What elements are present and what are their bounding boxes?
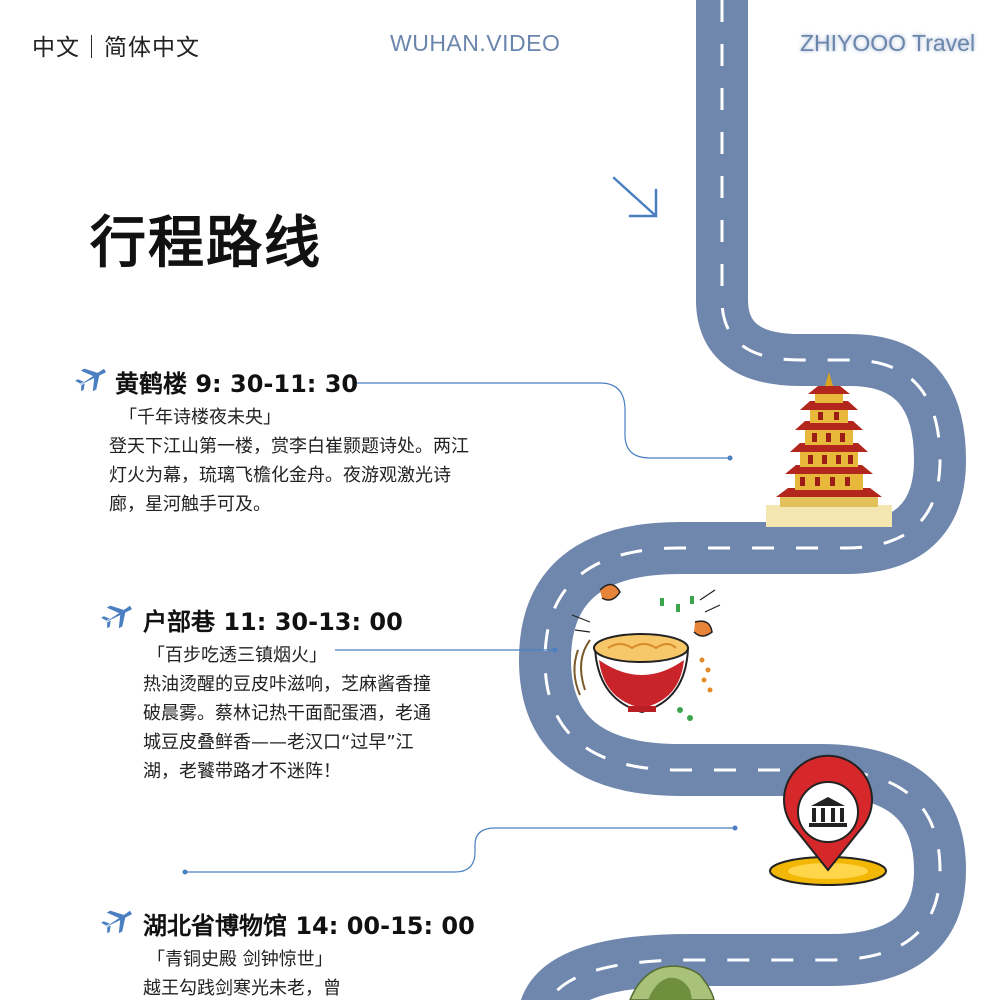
stop-line: 灯火为幕，琉璃飞檐化金舟。夜游观激光诗 [109, 465, 451, 486]
connector-line [185, 827, 735, 873]
itinerary-stop-hubei-museum: 湖北省博物馆 14: 00-15: 00 「青铜史殿 剑钟惊世」 越王勾践剑寒光… [143, 906, 523, 1003]
stop-line: 破晨雾。蔡林记热干面配蛋酒，老通 [143, 703, 431, 724]
plane-icon [101, 910, 132, 934]
stop-line: 湖，老饕带路才不迷阵！ [143, 761, 341, 782]
connector-dot [552, 647, 558, 653]
itinerary-stop-hubu-alley: 户部巷 11: 30-13: 00 「百步吃透三镇烟火」 热油烫醒的豆皮咔滋响，… [143, 602, 483, 786]
plane-icon [101, 605, 132, 629]
stop-line: 登天下江山第一楼，赏李白崔颢题诗处。两江 [109, 436, 469, 457]
yellow-crane-tower-icon [766, 372, 892, 527]
page-title: 行程路线 [90, 211, 322, 276]
stop-title: 黄鹤楼 9: 30-11: 30 [115, 370, 359, 398]
stop-quote: 「千年诗楼夜未央」 [119, 407, 281, 428]
winding-road [519, 0, 966, 1000]
stop-line: 城豆皮叠鲜香——老汉口“过早”江 [143, 732, 414, 753]
pagoda-leaf-icon [629, 965, 715, 1000]
brand-logo-text: ZHIYOOO Travel [800, 30, 976, 56]
stop-description: 「百步吃透三镇烟火」 热油烫醒的豆皮咔滋响，芝麻酱香撞 破晨雾。蔡林记热干面配蛋… [143, 641, 483, 786]
stop-quote: 「青铜史殿 剑钟惊世」 [147, 949, 333, 970]
connector-line [355, 382, 730, 459]
museum-pin-icon [769, 754, 887, 886]
stop-line: 热油烫醒的豆皮咔滋响，芝麻酱香撞 [143, 674, 431, 695]
site-link[interactable]: WUHAN.VIDEO [390, 30, 561, 56]
stop-title: 户部巷 11: 30-13: 00 [143, 608, 403, 636]
stop-title: 湖北省博物馆 14: 00-15: 00 [143, 912, 475, 940]
stop-line: 廊，星河触手可及。 [109, 494, 271, 515]
connector-dot [182, 869, 188, 875]
stop-description: 「千年诗楼夜未央」 登天下江山第一楼，赏李白崔颢题诗处。两江 灯火为幕，琉璃飞檐… [109, 403, 535, 519]
plane-icon [75, 368, 106, 392]
language-selector[interactable]: 中文｜简体中文 [32, 35, 200, 61]
stop-description: 「青铜史殿 剑钟惊世」 越王勾践剑寒光未老，曾 [143, 945, 523, 1003]
noodle-bowl-icon [571, 583, 721, 721]
connector-dot [727, 455, 733, 461]
stop-line: 越王勾践剑寒光未老，曾 [143, 978, 341, 999]
connector-dot [732, 825, 738, 831]
itinerary-stop-yellow-crane-tower: 黄鹤楼 9: 30-11: 30 「千年诗楼夜未央」 登天下江山第一楼，赏李白崔… [109, 364, 535, 519]
stop-quote: 「百步吃透三镇烟火」 [147, 645, 327, 666]
arrow-down-right-icon [612, 176, 658, 218]
